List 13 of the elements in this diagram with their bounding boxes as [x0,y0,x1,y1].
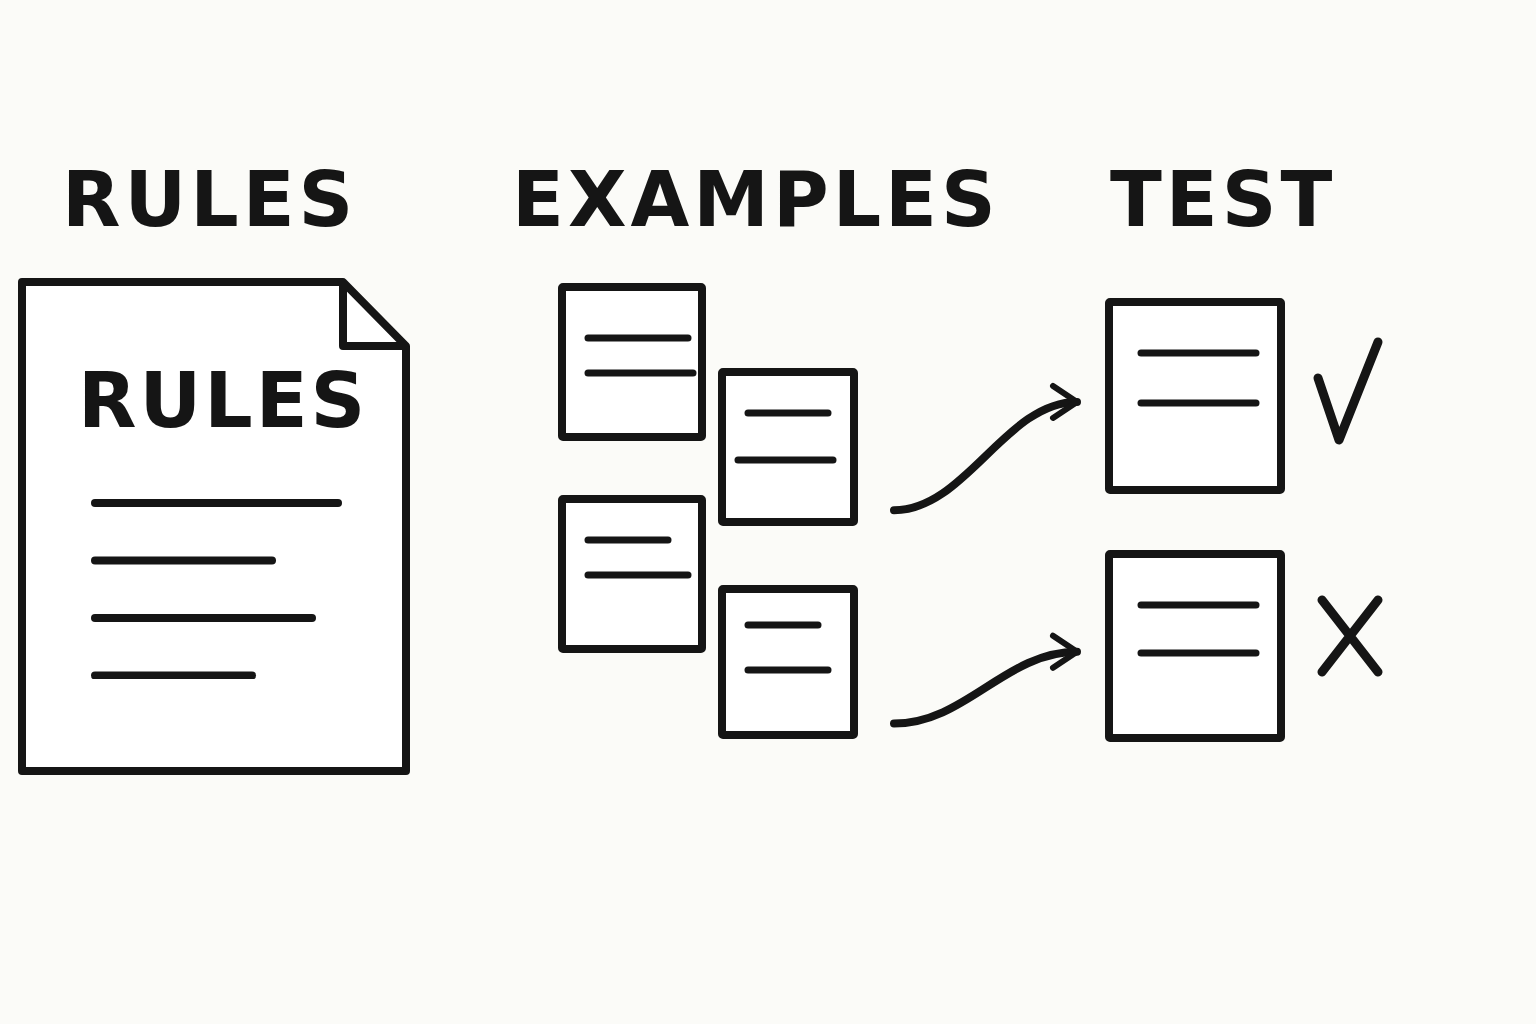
document-card [1105,550,1285,742]
document-card [1105,298,1285,494]
section-heading: EXAMPLES [512,162,1000,238]
document-page [18,278,410,775]
section-heading: TEST [1110,162,1337,238]
document-card [558,495,706,653]
document-card [558,283,706,441]
document-card [718,585,858,739]
document-card [718,368,858,526]
arrow [890,385,1081,515]
document-title: RULES [78,363,369,439]
arrow [890,634,1081,728]
section-heading: RULES [62,162,358,238]
